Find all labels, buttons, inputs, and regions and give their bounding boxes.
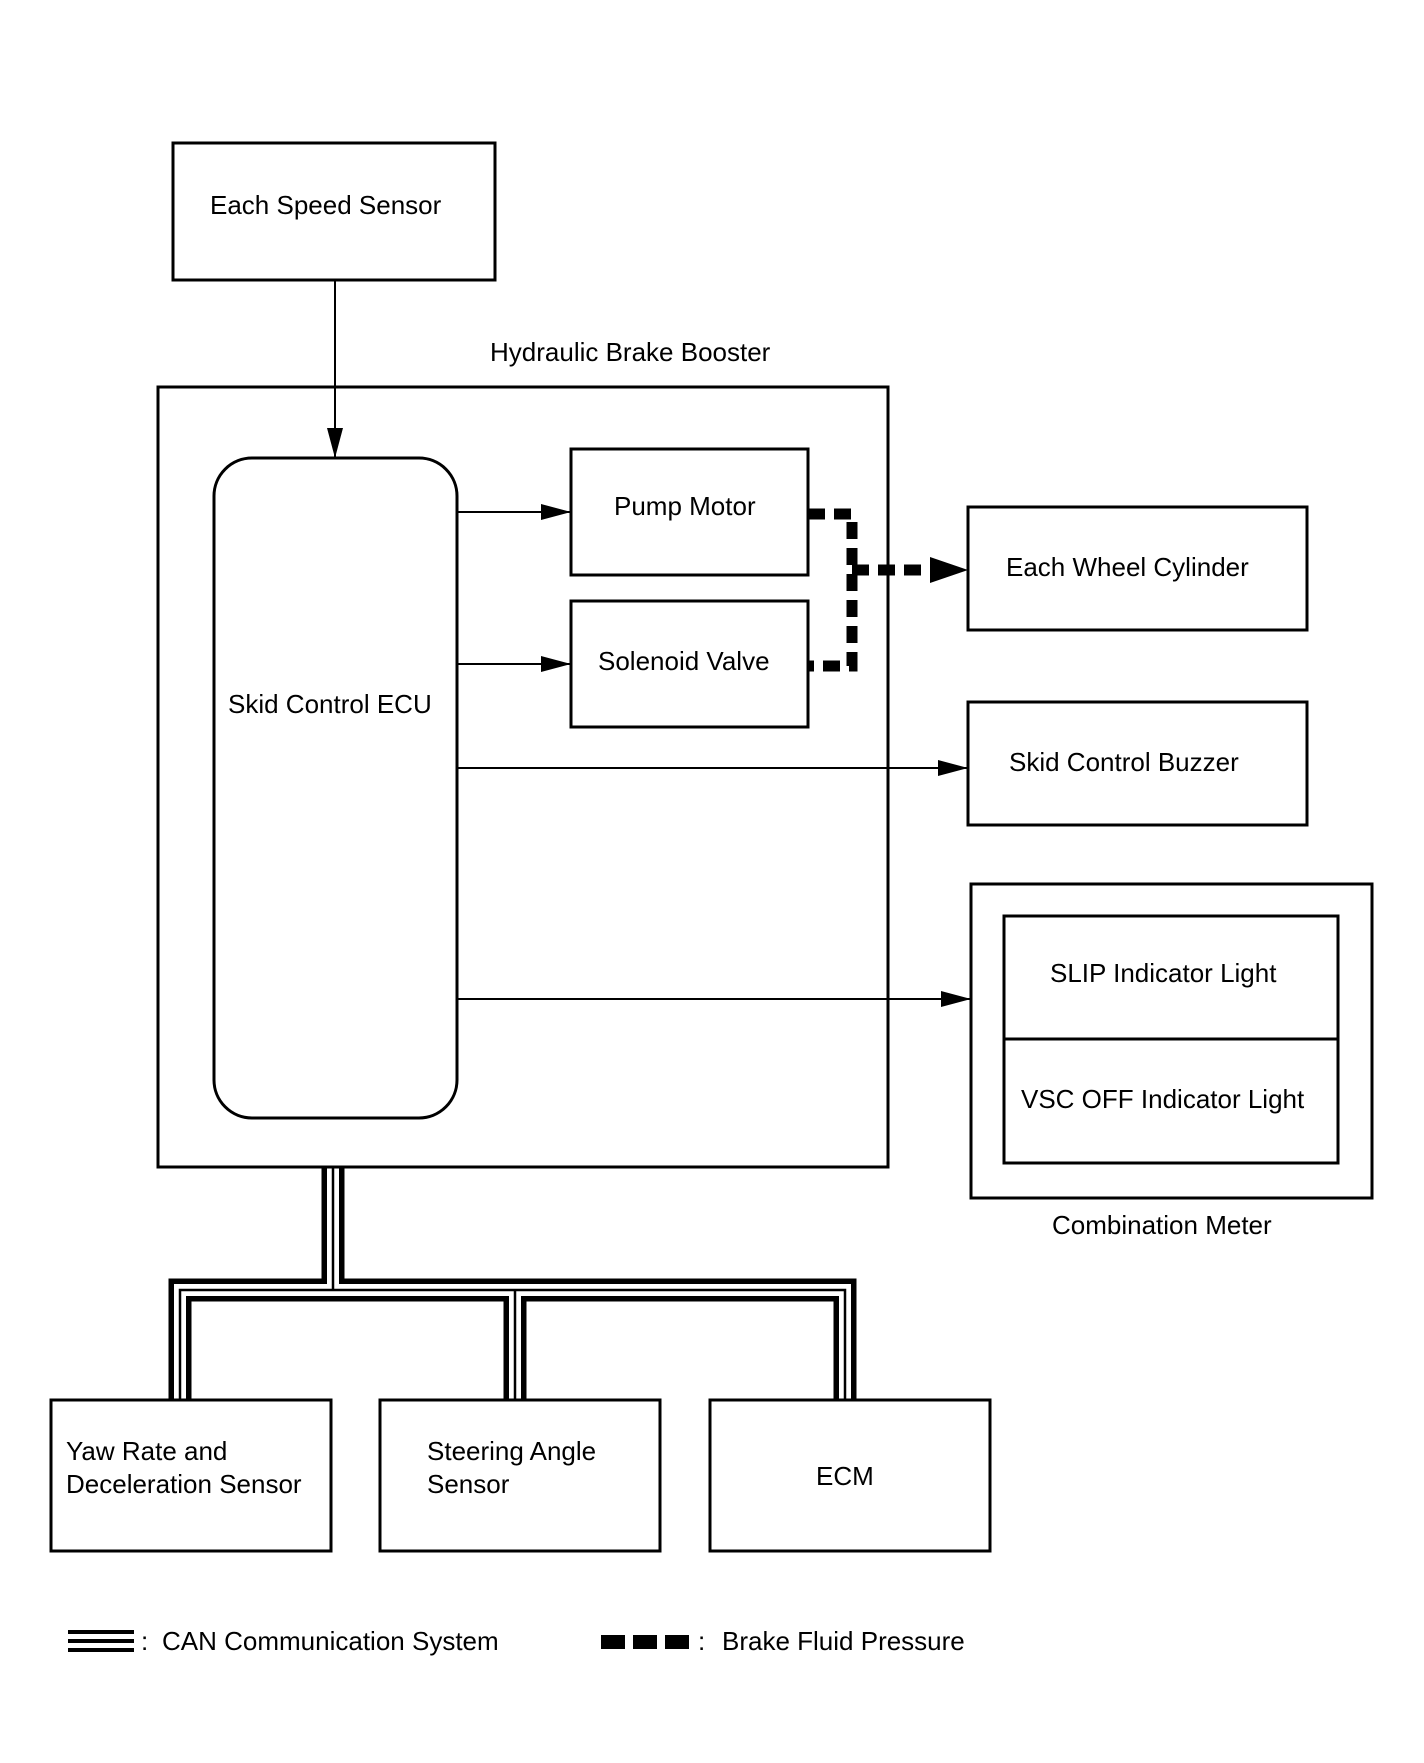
legend-fluid-separator: : bbox=[698, 1626, 705, 1656]
combination-meter-node: SLIP Indicator Light VSC OFF Indicator L… bbox=[969, 882, 1374, 1240]
yaw-rate-sensor-node: Yaw Rate and Deceleration Sensor bbox=[49, 1398, 333, 1553]
fluid-collector bbox=[808, 508, 858, 672]
slip-indicator-label: SLIP Indicator Light bbox=[1050, 958, 1277, 988]
yaw-rate-sensor-label-line1: Yaw Rate and bbox=[66, 1436, 227, 1466]
steering-angle-sensor-label-line2: Sensor bbox=[427, 1469, 510, 1499]
legend-can-separator: : bbox=[141, 1626, 148, 1656]
steering-angle-sensor-label-line1: Steering Angle bbox=[427, 1436, 596, 1466]
skid-control-ecu-label: Skid Control ECU bbox=[228, 689, 432, 719]
signal-connectors bbox=[327, 280, 971, 1007]
legend-fluid-label: Brake Fluid Pressure bbox=[722, 1626, 965, 1656]
pump-motor-label: Pump Motor bbox=[614, 491, 756, 521]
brake-booster-label: Hydraulic Brake Booster bbox=[490, 337, 771, 367]
ecm-label: ECM bbox=[816, 1461, 874, 1491]
yaw-rate-sensor-label-line2: Deceleration Sensor bbox=[66, 1469, 302, 1499]
solenoid-valve-label: Solenoid Valve bbox=[598, 646, 770, 676]
vsc-off-indicator-label: VSC OFF Indicator Light bbox=[1021, 1084, 1305, 1114]
pump-motor-node: Pump Motor bbox=[569, 447, 810, 577]
skid-control-buzzer-node: Skid Control Buzzer bbox=[966, 700, 1309, 827]
skid-control-buzzer-label: Skid Control Buzzer bbox=[1009, 747, 1239, 777]
ecm-node: ECM bbox=[708, 1398, 992, 1553]
skid-control-ecu-node: Skid Control ECU bbox=[212, 456, 459, 1120]
brake-fluid-path bbox=[808, 508, 968, 672]
speed-sensor-label: Each Speed Sensor bbox=[210, 190, 442, 220]
steering-angle-sensor-node: Steering Angle Sensor bbox=[378, 1398, 662, 1553]
legend-can-label: CAN Communication System bbox=[162, 1626, 499, 1656]
can-bus bbox=[168, 1114, 857, 1400]
fluid-arrowhead bbox=[930, 557, 968, 583]
slip-indicator-box bbox=[1002, 914, 1340, 1041]
wheel-cylinder-node: Each Wheel Cylinder bbox=[966, 505, 1309, 632]
legend: : CAN Communication System : Brake Fluid… bbox=[68, 1626, 965, 1656]
legend-fluid-swatch bbox=[601, 1635, 689, 1649]
legend-can-swatch bbox=[68, 1630, 134, 1652]
wheel-cylinder-label: Each Wheel Cylinder bbox=[1006, 552, 1249, 582]
combination-meter-label: Combination Meter bbox=[1052, 1210, 1272, 1240]
solenoid-valve-node: Solenoid Valve bbox=[569, 599, 810, 729]
vsc-off-indicator-box bbox=[1002, 1037, 1340, 1165]
speed-sensor-node: Each Speed Sensor bbox=[171, 141, 497, 282]
